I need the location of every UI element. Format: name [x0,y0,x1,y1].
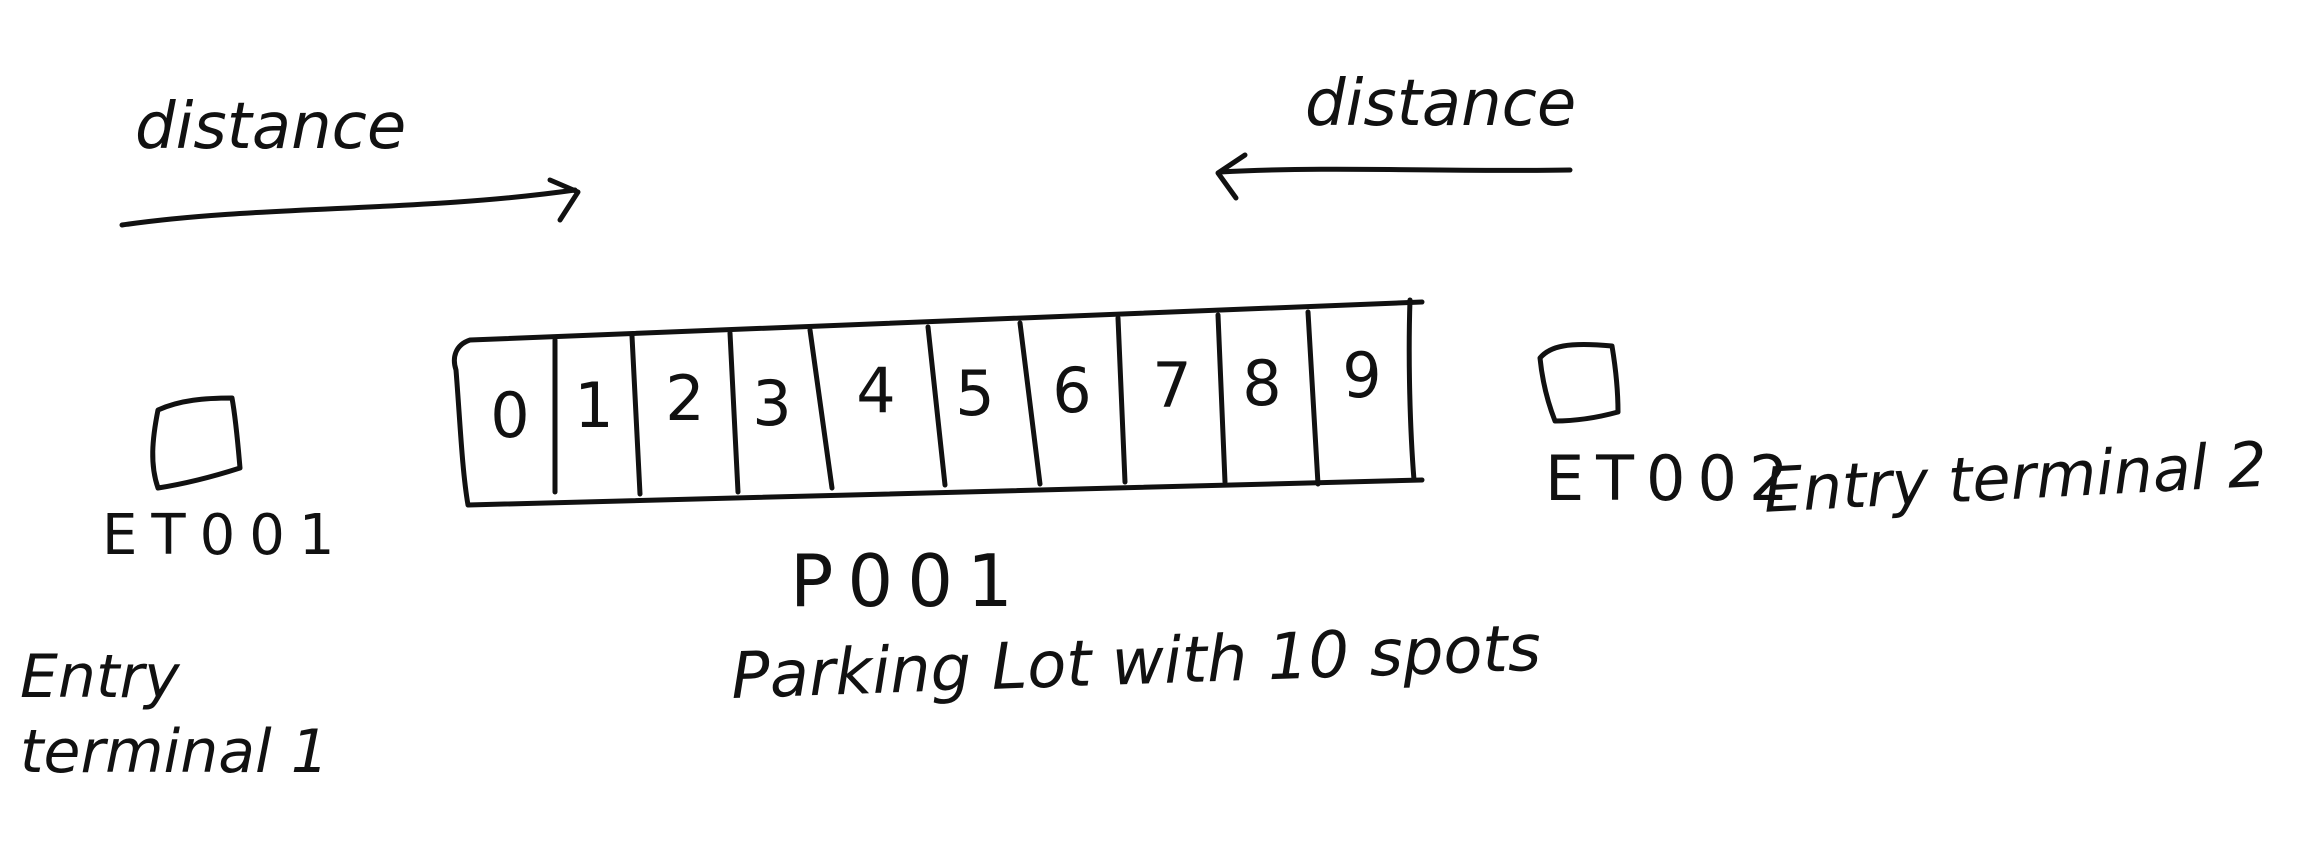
parking-spot-0: 0 [490,379,529,452]
parking-lot-id: P001 [790,539,1027,623]
entry-terminal-1-box [150,395,243,491]
parking-spot-3: 3 [752,367,791,440]
parking-lot-outline [451,297,1425,508]
distance-label-left: distance [135,90,407,164]
spot-divider [1115,315,1128,485]
distance-arrow-left [1215,152,1573,201]
spot-divider [727,330,741,495]
spot-divider [1305,309,1321,487]
parking-spot-5: 5 [955,357,994,430]
parking-spot-8: 8 [1242,347,1281,420]
spot-dividers [552,309,1321,497]
parking-spot-6: 6 [1052,354,1091,427]
spot-divider [925,324,948,488]
terminal-2-id: ET002 [1545,442,1801,515]
terminal-1-name: Entry terminal 1 [20,642,329,787]
parking-spot-7: 7 [1152,349,1191,422]
distance-label-right: distance [1305,67,1577,141]
spot-divider [629,333,643,497]
spot-divider [807,327,835,491]
parking-spot-1: 1 [574,369,613,442]
terminal-1-id: ET001 [102,503,349,568]
parking-spot-4: 4 [856,354,895,427]
spot-divider [1215,312,1228,485]
parking-spot-2: 2 [665,362,704,435]
distance-arrow-right [119,177,581,228]
parking-spot-9: 9 [1342,339,1381,412]
entry-terminal-2-box [1537,342,1621,424]
spot-divider [1017,320,1043,487]
